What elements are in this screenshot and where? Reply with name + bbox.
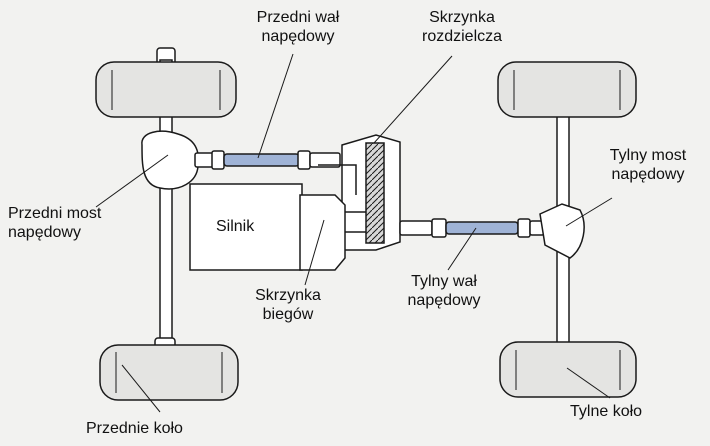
rear-axle-assembly [539, 99, 585, 361]
transfer-input [318, 164, 357, 195]
leader-rear-axle [565, 197, 613, 227]
label-front-propeller-shaft: Przedni wał napędowy [236, 8, 360, 46]
transfer-gears [365, 142, 385, 244]
leader-front-shaft [257, 53, 294, 159]
label-rear-axle-line1: Tylny most [609, 147, 687, 164]
leader-front-wheel [121, 364, 161, 413]
leader-gearbox [304, 219, 325, 286]
label-front-axle: Przedni most napędowy [8, 204, 101, 242]
label-transfer-case: Skrzynka rozdzielcza [400, 8, 524, 46]
label-engine: Silnik [216, 218, 255, 235]
leader-transfer-case [373, 55, 453, 144]
label-transfer-case-line1: Skrzynka [429, 9, 495, 26]
label-front-axle-line1: Przedni most [8, 205, 102, 222]
gearbox-body [299, 194, 346, 271]
label-gearbox-line2: biegów [262, 306, 314, 323]
front-wheel-right [99, 344, 239, 401]
rear-propeller-shaft [399, 218, 545, 238]
label-front-axle-line2: napędowy [8, 224, 81, 241]
label-rear-propeller-shaft: Tylny wał napędowy [392, 272, 496, 310]
engine-block [189, 183, 303, 271]
leader-front-axle [95, 154, 169, 208]
leader-rear-wheel [566, 367, 611, 399]
label-front-propeller-shaft-line2: napędowy [261, 28, 335, 45]
label-rear-axle-line2: napędowy [611, 166, 685, 183]
label-gearbox-line1: Skrzynka [255, 287, 321, 304]
label-transfer-case-line2: rozdzielcza [421, 28, 503, 45]
leader-rear-shaft [447, 227, 477, 271]
gearbox-link [345, 211, 366, 233]
label-rear-propeller-shaft-line1: Tylny wał [411, 273, 477, 290]
label-rear-wheel: Tylne koło [570, 403, 643, 420]
front-wheel-left [95, 61, 237, 118]
label-rear-axle: Tylny most napędowy [596, 146, 700, 184]
rear-wheel-top [497, 61, 637, 118]
label-gearbox: Skrzynka biegów [240, 286, 336, 324]
rear-differential [539, 203, 585, 259]
label-front-propeller-shaft-line1: Przedni wał [256, 9, 340, 26]
front-differential [141, 130, 200, 190]
rear-wheel-bottom [499, 341, 637, 398]
front-propeller-shaft [194, 150, 341, 170]
label-front-wheel: Przednie koło [86, 420, 183, 437]
label-rear-propeller-shaft-line2: napędowy [407, 292, 481, 309]
